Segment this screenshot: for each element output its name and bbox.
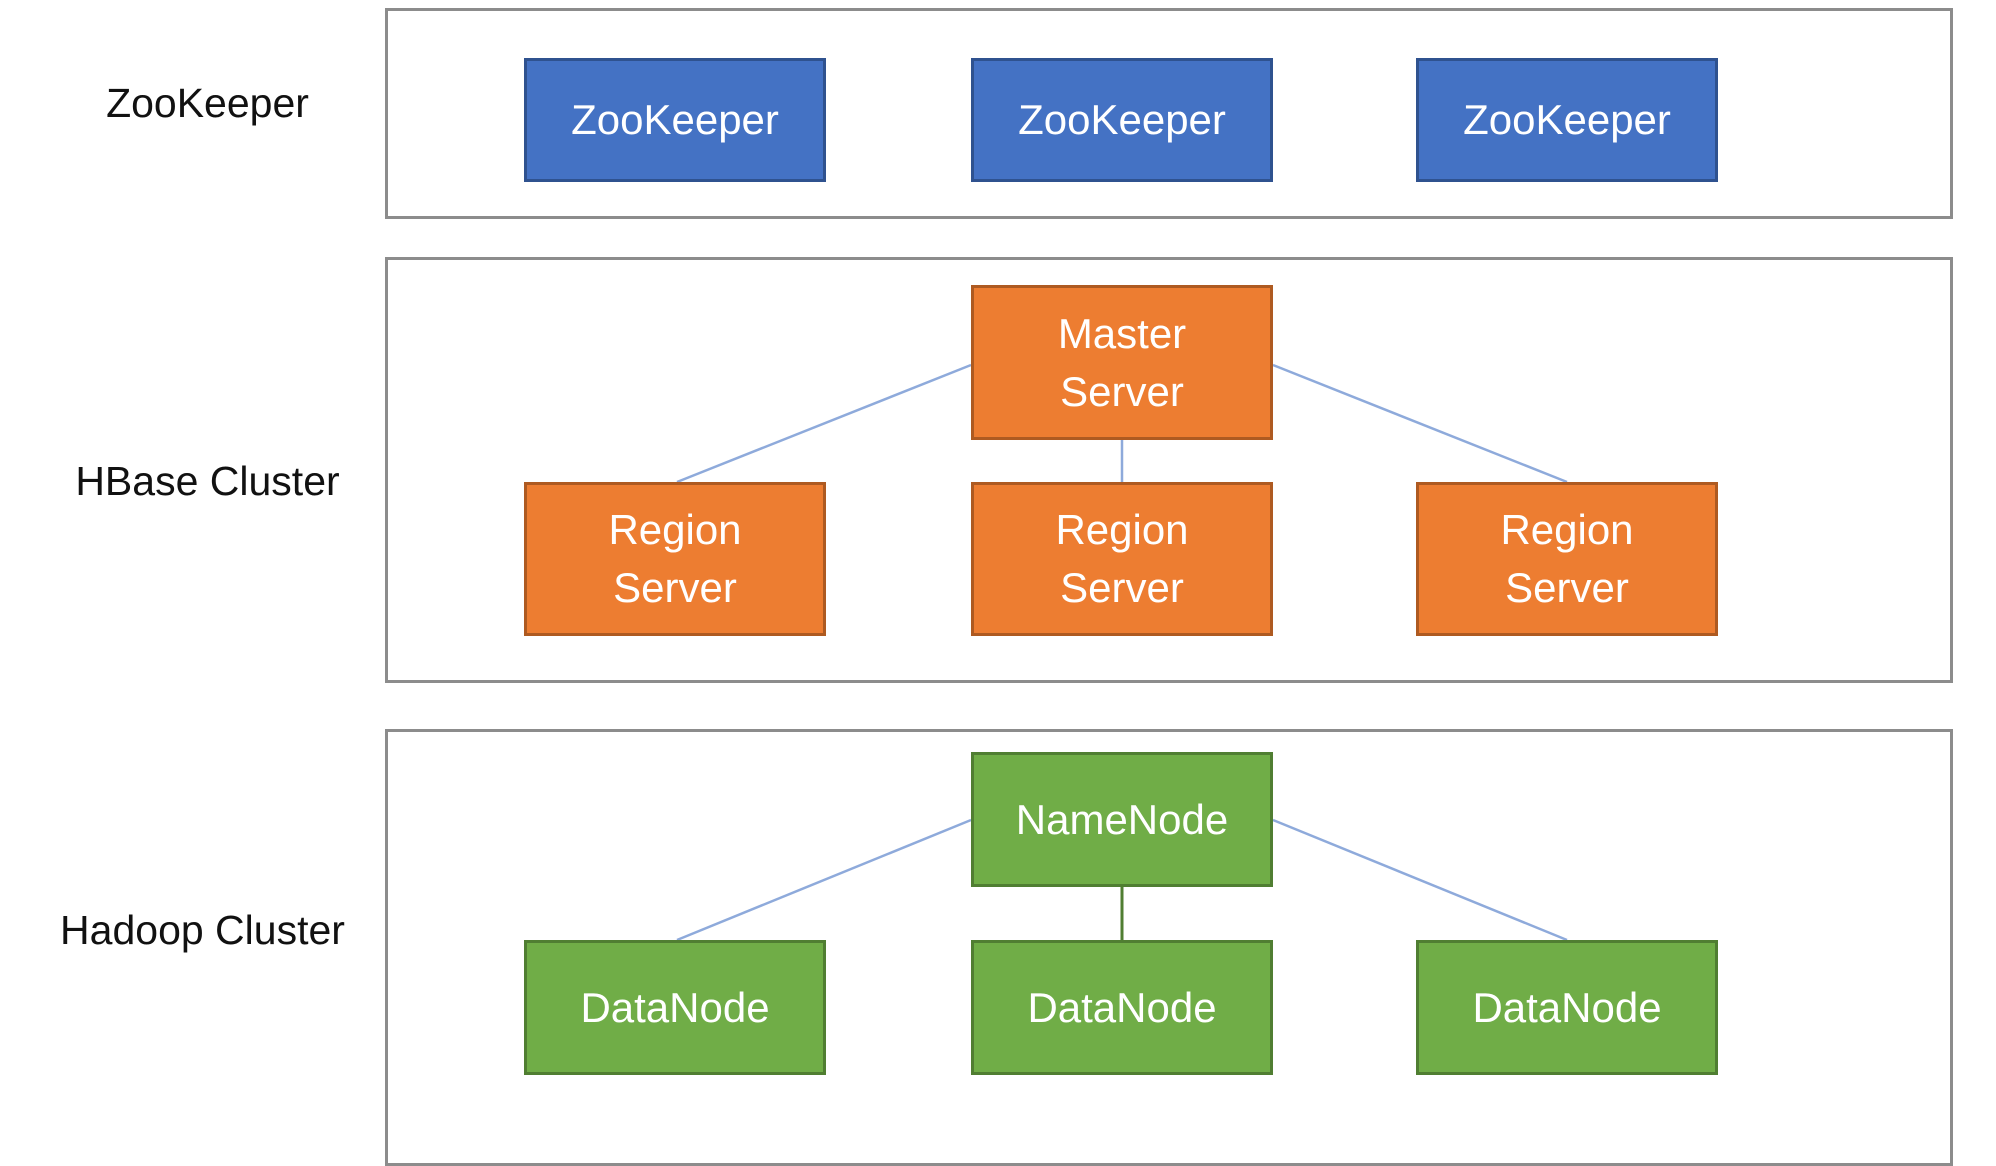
datanode-node-1: DataNode: [524, 940, 826, 1075]
hbase-tier-label: HBase Cluster: [75, 458, 340, 504]
zookeeper-node-1: ZooKeeper: [524, 58, 826, 182]
zookeeper-node-3: ZooKeeper: [1416, 58, 1718, 182]
region-server-node-3: Region Server: [1416, 482, 1718, 636]
zookeeper-node-2: ZooKeeper: [971, 58, 1273, 182]
datanode-node-2: DataNode: [971, 940, 1273, 1075]
master-server-node: Master Server: [971, 285, 1273, 440]
namenode-node: NameNode: [971, 752, 1273, 887]
region-server-node-1: Region Server: [524, 482, 826, 636]
zookeeper-tier-label: ZooKeeper: [106, 80, 309, 126]
datanode-node-3: DataNode: [1416, 940, 1718, 1075]
hadoop-tier-label: Hadoop Cluster: [60, 907, 345, 953]
region-server-node-2: Region Server: [971, 482, 1273, 636]
